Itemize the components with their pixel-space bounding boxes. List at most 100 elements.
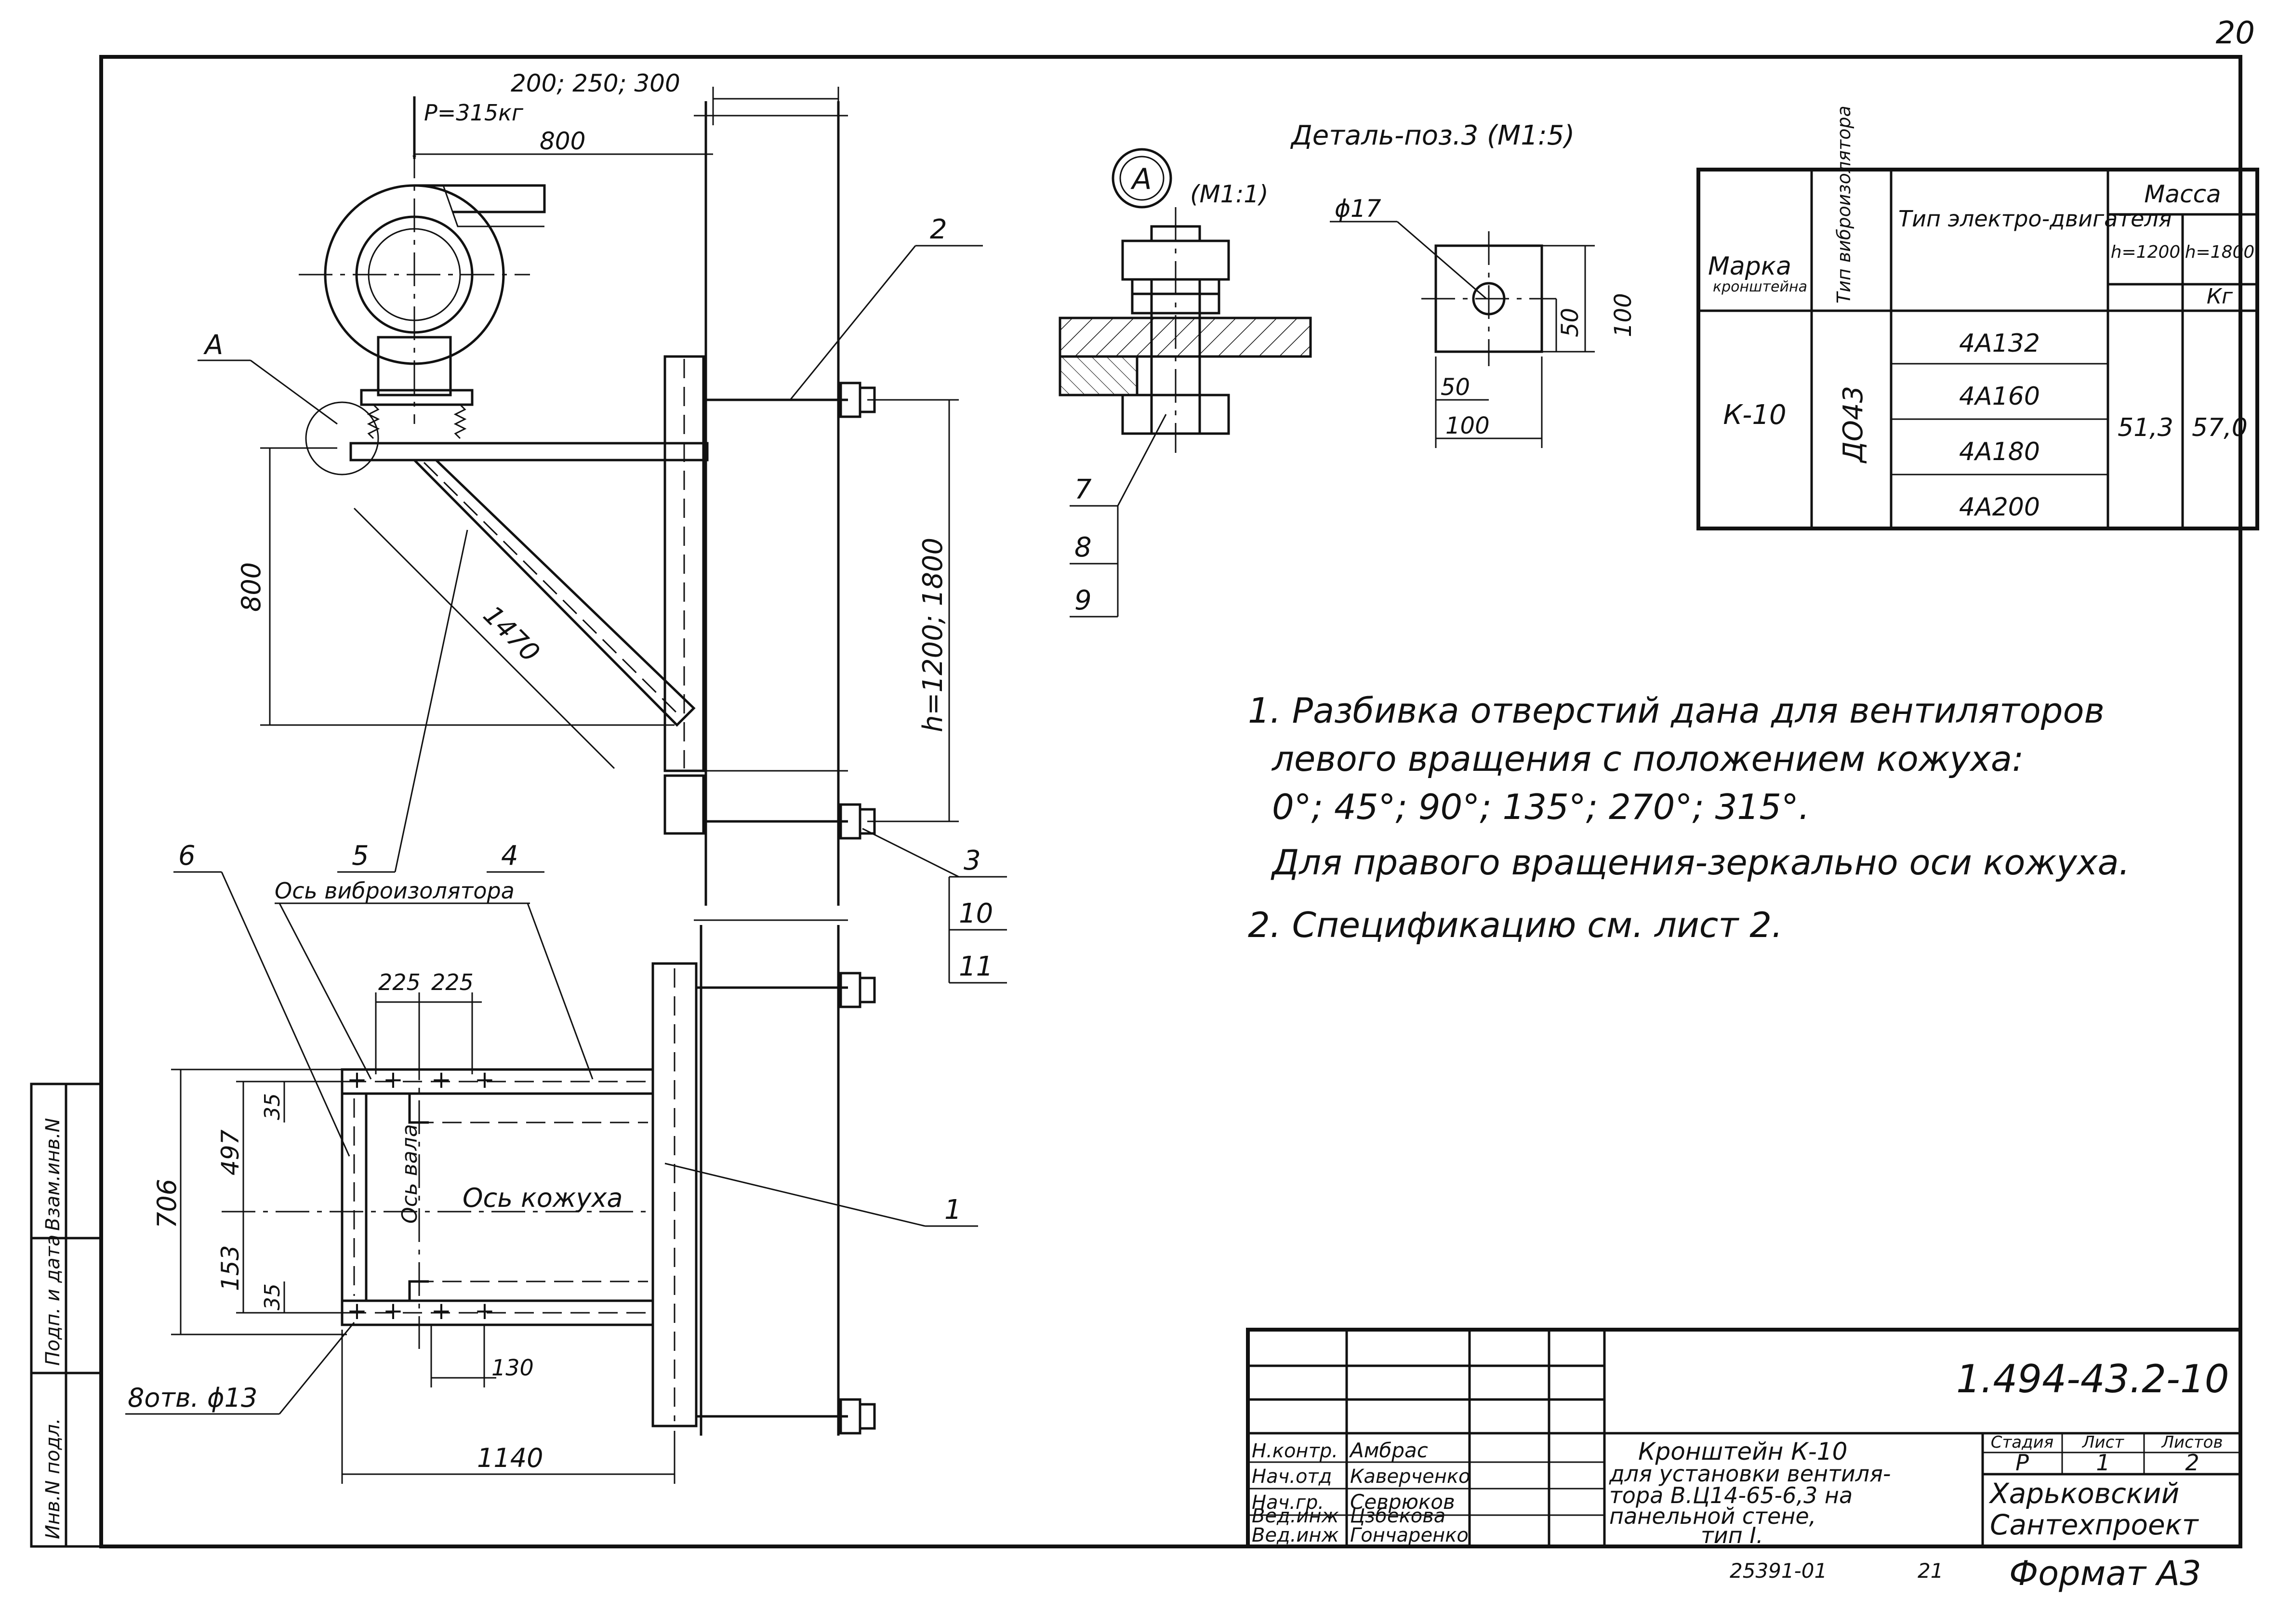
role-4: Вед.инж [1252, 1505, 1339, 1527]
th-h1800: h=1800 [2185, 242, 2255, 262]
note-line-2: левого вращения с положением кожуха: [1271, 739, 2024, 779]
title-line-1: Кронштейн К-10 [1638, 1438, 1847, 1466]
role-3: Нач.гр. [1252, 1492, 1324, 1514]
title-line-3: тора В.Ц14-65-6,3 на [1609, 1482, 1853, 1508]
dim-800-horizontal: 800 [540, 127, 585, 155]
h-stage: Стадия [1991, 1433, 2053, 1452]
role-2: Нач.отд [1252, 1466, 1332, 1488]
svg-text:+: + [383, 1297, 403, 1325]
format-label: Формат А3 [2009, 1554, 2201, 1593]
cell-motor-4: 4А200 [1959, 493, 2040, 522]
cell-mass-1800: 57,0 [2192, 413, 2248, 442]
pos-1: 1 [944, 1194, 962, 1226]
detail-title: Деталь-поз.3 (М1:5) [1290, 120, 1575, 151]
pos-10: 10 [959, 898, 993, 929]
title-line-5: тип I. [1701, 1522, 1763, 1548]
th-motor: Тип электро-двигателя [1898, 206, 2172, 232]
view-a: А (М1:1) 7 8 9 [1059, 148, 1312, 618]
sheet-number: 20 [2216, 15, 2255, 51]
note-line-5: 2. Спецификацию см. лист 2. [1248, 905, 1783, 945]
pos-6: 6 [178, 840, 196, 871]
side-stamp: Инв.N подл. Подп. и дата Взам.инв.N [30, 1083, 103, 1548]
side-stamp-inv: Инв.N подл. [42, 1418, 64, 1539]
dim-top: 200; 250; 300 [511, 69, 680, 97]
svg-text:+: + [431, 1297, 451, 1325]
org-2: Сантехпроект [1990, 1508, 2199, 1541]
dim-1140: 1140 [477, 1443, 543, 1473]
sheet: 1 [2096, 1450, 2110, 1476]
h-sheet: Лист [2081, 1433, 2124, 1452]
th-marka-sub: кронштейна [1713, 278, 1807, 295]
th-h1200: h=1200 [2111, 242, 2181, 262]
dim-225-b: 225 [431, 969, 474, 995]
svg-text:+: + [475, 1297, 495, 1325]
dim-225-a: 225 [378, 969, 421, 995]
side-stamp-repl: Взам.инв.N [42, 1118, 64, 1231]
title-line-4: панельной стене, [1609, 1503, 1816, 1529]
detail-d50-horizontal: 50 [1441, 374, 1470, 401]
axis-vibro-label: Ось виброизолятора [275, 878, 515, 904]
archive-number: 25391-01 [1730, 1559, 1827, 1583]
title-block: 1.494-43.2-10 Н.контр. Нач.отд Нач.гр. В… [1246, 1328, 2242, 1593]
pos-7: 7 [1074, 474, 1092, 505]
sheet-frame [99, 55, 2242, 1548]
page-number: 21 [1918, 1559, 1943, 1583]
name-3: Севрюков [1350, 1490, 1455, 1514]
stage: Р [2015, 1450, 2029, 1476]
dim-130: 130 [491, 1355, 534, 1381]
detail-pos3: Деталь-поз.3 (М1:5) ϕ17 100 50 100 50 [1290, 120, 1637, 448]
side-stamp-sign: Подп. и дата [42, 1235, 64, 1366]
cell-marka: К-10 [1723, 399, 1786, 431]
dim-1470: 1470 [477, 600, 546, 668]
elevation-view: P=315кг 200; 250; 300 800 800 1470 h=120… [198, 69, 1007, 984]
cell-motor-1: 4А132 [1959, 329, 2040, 358]
svg-text:+: + [347, 1066, 367, 1094]
pos-11: 11 [959, 951, 993, 982]
sheets: 2 [2185, 1450, 2199, 1476]
role-5: Вед.инж [1252, 1524, 1339, 1546]
note-line-4: Для правого вращения-зеркально оси кожух… [1271, 842, 2130, 883]
pos-5: 5 [352, 840, 369, 871]
dim-497: 497 [216, 1129, 244, 1175]
detail-hole: ϕ17 [1335, 195, 1381, 223]
spec-table: Марка кронштейна Тип виброизолятора Тип … [1696, 106, 2259, 530]
name-1: Амбрас [1349, 1439, 1428, 1462]
svg-text:+: + [383, 1066, 403, 1094]
th-marka: Марка [1708, 252, 1791, 281]
role-1: Н.контр. [1252, 1440, 1338, 1462]
plan-view: + + + + + + + + Ось кожуха Ось вала 225 … [125, 840, 978, 1484]
h-sheets: Листов [2160, 1433, 2223, 1452]
dim-h: h=1200; 1800 [917, 538, 949, 732]
detail-d50-vertical: 50 [1557, 308, 1584, 337]
pos-8: 8 [1074, 532, 1092, 563]
pos-4: 4 [501, 840, 518, 871]
axis-shaft: Ось вала [397, 1124, 422, 1224]
title-line-2: для установки вентиля- [1609, 1461, 1891, 1487]
name-2: Каверченко [1350, 1466, 1470, 1488]
th-mass: Масса [2144, 180, 2221, 208]
holes-label: 8отв. ϕ13 [128, 1383, 257, 1413]
svg-text:+: + [475, 1066, 495, 1094]
note-line-1: 1. Разбивка отверстий дана для вентилято… [1248, 690, 2105, 731]
view-a-scale: (М1:1) [1190, 180, 1269, 208]
notes: 1. Разбивка отверстий дана для вентилято… [1248, 690, 2130, 945]
axis-casing: Ось кожуха [463, 1183, 623, 1213]
dim-35-a: 35 [260, 1093, 285, 1120]
dim-35-b: 35 [260, 1283, 285, 1310]
cell-vibro: ДО43 [1838, 386, 1869, 464]
pos-9: 9 [1074, 585, 1092, 616]
note-line-3: 0°; 45°; 90°; 135°; 270°; 315°. [1272, 787, 1810, 827]
name-5: Гончаренко [1350, 1524, 1469, 1546]
view-a-label: А [1130, 162, 1152, 196]
name-4: Цзбекова [1350, 1505, 1445, 1527]
th-unit: Кг [2207, 284, 2233, 309]
org-1: Харьковский [1988, 1477, 2179, 1510]
detail-d100-horizontal: 100 [1445, 412, 1490, 439]
cell-motor-2: 4А160 [1959, 382, 2040, 411]
load-label: P=315кг [424, 100, 524, 126]
cell-motor-3: 4А180 [1959, 437, 2040, 466]
svg-text:+: + [431, 1066, 451, 1094]
pos-2: 2 [930, 214, 947, 245]
dim-706: 706 [152, 1179, 182, 1228]
